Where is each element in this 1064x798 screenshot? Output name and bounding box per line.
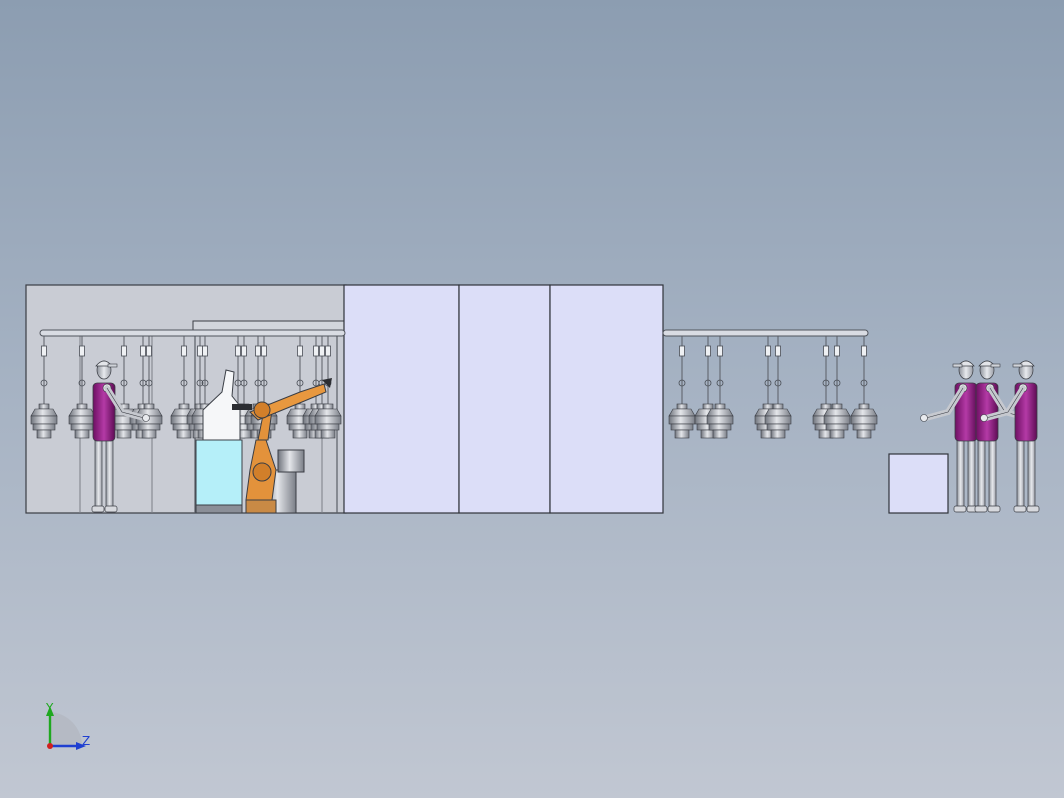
hanger-right-0	[668, 336, 696, 439]
workpiece-part	[668, 403, 696, 439]
robot-control-cabinet	[195, 369, 243, 514]
hanger-right-4	[764, 336, 792, 439]
worker-1	[920, 360, 980, 513]
hanger-right-6	[823, 336, 851, 439]
painting-robot-arm	[232, 378, 332, 514]
drying-oven-panels	[343, 284, 664, 514]
worker-3	[980, 360, 1040, 513]
worker-group	[91, 360, 1040, 513]
workpiece-part	[706, 403, 734, 439]
hanger-right-2	[706, 336, 734, 439]
axis-triad-icon: Y Z	[45, 701, 90, 750]
workpiece-part	[764, 403, 792, 439]
worker-0	[91, 360, 150, 513]
hanger-right-7	[850, 336, 878, 439]
workpiece-part	[30, 403, 58, 439]
overhead-conveyor-rail	[39, 329, 869, 337]
hanger-left-1	[68, 336, 96, 439]
workpiece-part	[314, 403, 342, 439]
axis-origin	[47, 743, 53, 749]
workpiece-table	[888, 453, 949, 514]
z-axis-label: Z	[82, 734, 90, 748]
y-axis-label: Y	[45, 701, 54, 715]
workpiece-part	[850, 403, 878, 439]
workpiece-part	[68, 403, 96, 439]
workpiece-part	[823, 403, 851, 439]
hanger-group-right	[668, 336, 878, 439]
hanger-left-0	[30, 336, 58, 439]
